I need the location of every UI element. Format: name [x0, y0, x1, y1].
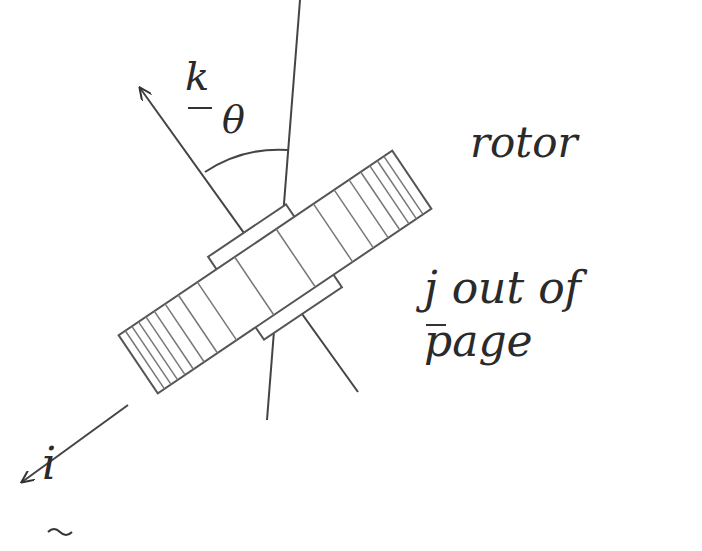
angle-arc [205, 150, 289, 172]
k-label: k [185, 52, 209, 100]
rotor-label: rotor [470, 118, 578, 168]
i-tilde [48, 529, 72, 535]
theta-label: θ [222, 98, 245, 144]
rotor-body [110, 138, 440, 405]
j-note: j out of page [424, 262, 624, 368]
i-axis-arrow [22, 405, 128, 482]
i-label: i [42, 438, 56, 491]
k-underline [188, 107, 212, 109]
